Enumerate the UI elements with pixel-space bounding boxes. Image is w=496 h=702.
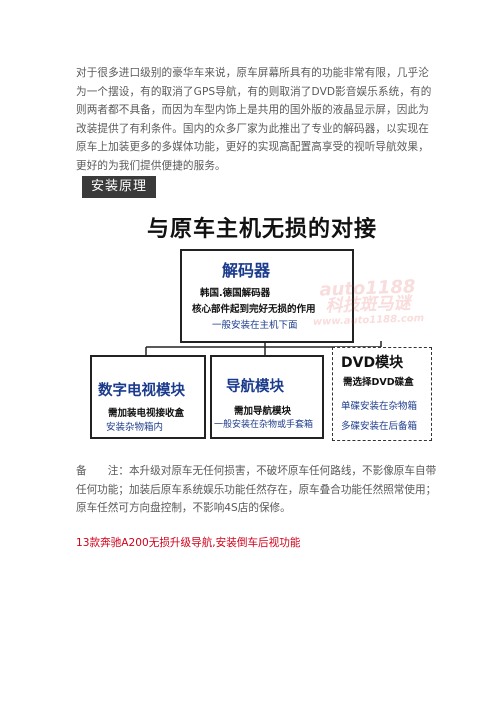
dvd-module-line3: 多碟安装在后备箱 [341, 421, 418, 432]
decoder-line3: 一般安装在主机下面 [212, 320, 298, 331]
dvd-module-line1: 需选择DVD碟盒 [343, 377, 414, 388]
watermark-logo: auto1188 科技斑马谜 www.auto1188.com [297, 276, 439, 332]
article-link[interactable]: 13款奔驰A200无损升级导航,安装倒车后视功能 [76, 537, 301, 549]
dvd-module-line2: 单碟安装在杂物箱 [341, 401, 418, 412]
nav-module-box: 导航模块 需加导航模块 一般安装在杂物或手套箱 [210, 355, 324, 439]
decoder-line1: 韩国.德国解码器 [200, 288, 271, 299]
section-title: 安装原理 [82, 176, 156, 198]
decoder-heading: 解码器 [222, 261, 271, 280]
intro-paragraph: 对于很多进口级别的豪华车来说，原车屏幕所具有的功能非常有限，几乎沦为一个摆设，有… [76, 67, 432, 172]
decoder-line2: 核心部件起到完好无损的作用 [192, 304, 316, 315]
nav-module-line2: 一般安装在杂物或手套箱 [214, 420, 314, 430]
tv-module-line2: 安装杂物箱内 [106, 422, 164, 433]
nav-module-line1: 需加导航模块 [234, 406, 292, 417]
dvd-module-heading: DVD模块 [341, 355, 404, 371]
decoder-box: 解码器 韩国.德国解码器 核心部件起到完好无损的作用 一般安装在主机下面 [180, 249, 354, 343]
tv-module-heading: 数字电视模块 [98, 383, 185, 399]
note-paragraph: 备 注：本升级对原车无任何损害，不破坏原车任何路线，不影像原车自带任何功能；加装… [76, 462, 438, 518]
note-text: 本升级对原车无任何损害，不破坏原车任何路线，不影像原车自带任何功能；加装后原车系… [76, 465, 437, 515]
diagram-title: 与原车主机无损的对接 [146, 216, 377, 242]
note-label: 备 注： [76, 465, 129, 477]
dvd-module-box: DVD模块 需选择DVD碟盒 单碟安装在杂物箱 多碟安装在后备箱 [332, 347, 432, 441]
nav-module-heading: 导航模块 [226, 379, 284, 395]
tv-module-line1: 需加装电视接收盒 [108, 408, 185, 419]
tv-module-box: 数字电视模块 需加装电视接收盒 安装杂物箱内 [90, 355, 206, 439]
installation-diagram: 与原车主机无损的对接 解码器 韩国.德国解码器 核心部件起到完好无损的作用 一般… [88, 205, 436, 443]
